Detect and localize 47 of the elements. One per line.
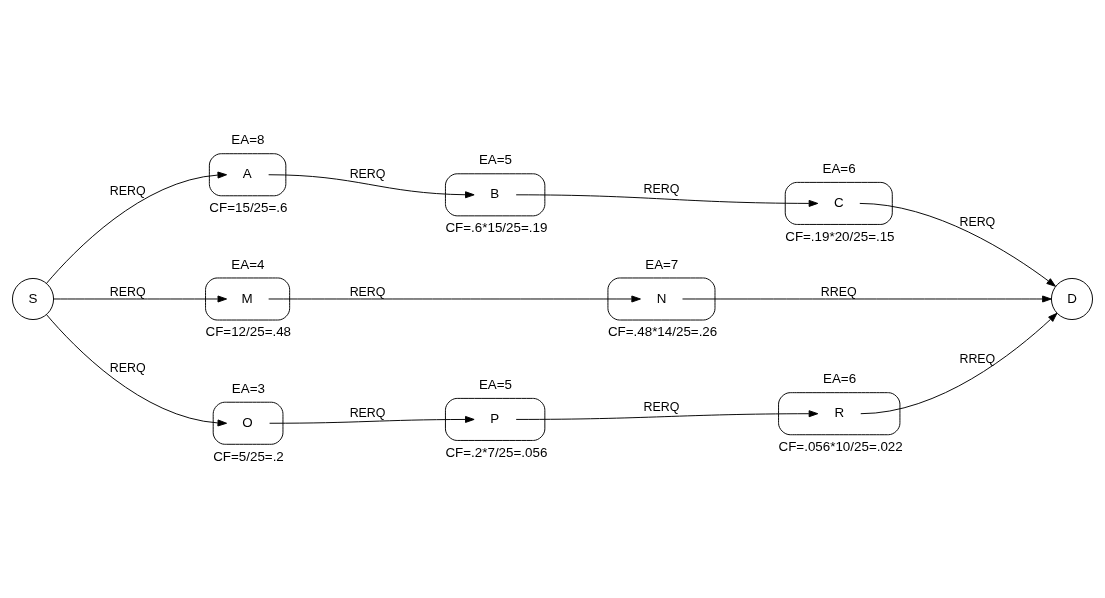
arrow (860, 312, 1058, 415)
node-label: EA=7 (645, 256, 679, 272)
node-box: P (444, 397, 546, 441)
node-label: EA=5 (478, 377, 512, 393)
edge-label: RERQ (349, 405, 386, 420)
arrow (515, 410, 819, 420)
node-label: EA=3 (231, 380, 265, 396)
node-label: CF=.6*15/25=.19 (445, 220, 548, 236)
node-label: CF=.19*20/25=.15 (785, 228, 895, 244)
arrow (53, 295, 228, 303)
edge-label: RERQ (959, 214, 996, 229)
node-label: CF=.2*7/25=.056 (445, 444, 548, 460)
node-label: CF=15/25=.6 (209, 200, 288, 216)
node-box: M (205, 277, 291, 321)
node-label: CF=5/25=.2 (213, 448, 284, 464)
arrow (268, 295, 641, 303)
node-label: EA=6 (822, 371, 857, 387)
edge-label: RERQ (109, 284, 146, 299)
node-box: N (607, 277, 716, 321)
edge-label: RERQ (109, 184, 146, 199)
node-box: B (444, 173, 546, 217)
arrow (859, 202, 1056, 287)
node-box: C (784, 181, 893, 225)
arrow (682, 295, 1052, 303)
edge-label: RERQ (349, 284, 386, 299)
node-label: CF=12/25=.48 (205, 324, 292, 340)
edge-label: RERQ (643, 400, 680, 415)
edge-label: RREQ (820, 284, 857, 299)
node-circle: S (12, 277, 55, 321)
arrow (46, 171, 228, 284)
edge-label: RREQ (959, 352, 996, 367)
arrow (515, 194, 819, 207)
edge-label: RERQ (643, 182, 680, 197)
arrow (268, 174, 475, 199)
node-label: EA=4 (231, 256, 265, 272)
node-label: CF=.48*14/25=.26 (607, 324, 718, 340)
arrow (269, 415, 475, 424)
node-label: EA=5 (478, 152, 512, 168)
node-box: A (208, 153, 287, 197)
node-label: EA=8 (231, 132, 265, 148)
node-box: R (778, 392, 901, 436)
edge-label: RERQ (349, 167, 386, 181)
node-label: EA=6 (822, 161, 856, 177)
node-label: CF=.056*10/25=.022 (778, 439, 903, 455)
node-box: O (212, 401, 284, 445)
edge-label: RERQ (109, 361, 146, 376)
arrow (46, 314, 228, 427)
